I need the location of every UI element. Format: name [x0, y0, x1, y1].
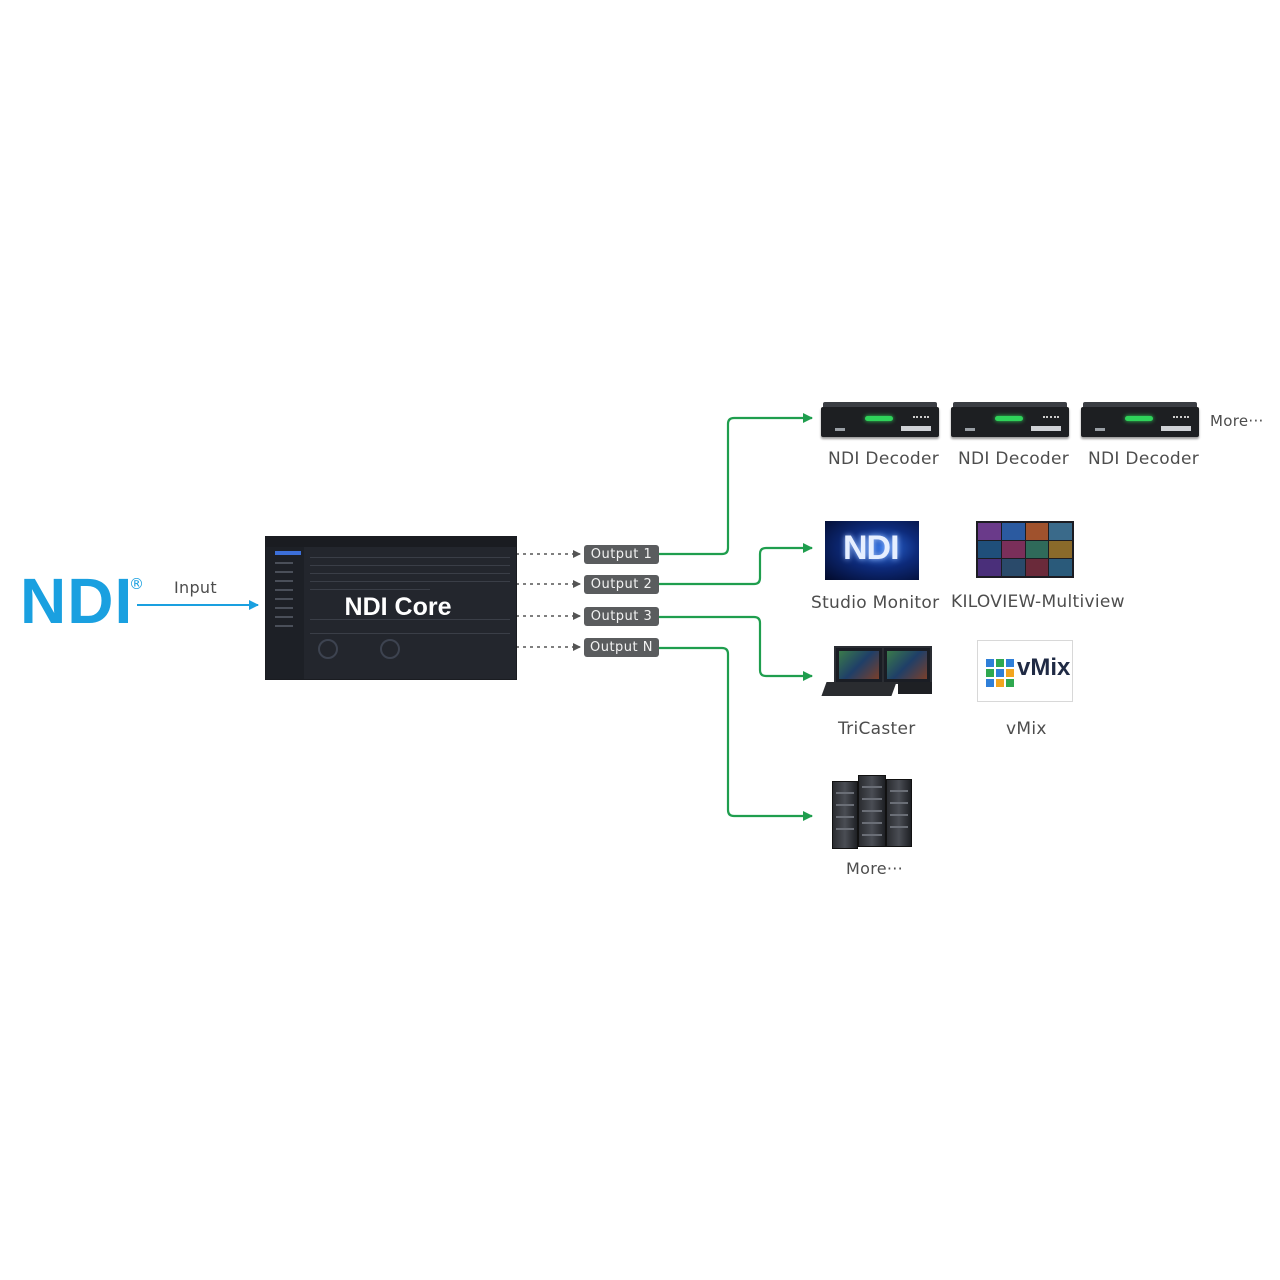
route-output-3-to-tricaster — [659, 615, 813, 681]
studio-monitor-screen: NDI — [825, 521, 919, 580]
registered-mark: ® — [129, 575, 144, 593]
ndi-decoder-device-2 — [951, 402, 1069, 440]
server-racks — [832, 775, 912, 849]
multiview-label: KILOVIEW-Multiview — [951, 592, 1125, 612]
vmix-label: vMix — [1006, 719, 1047, 739]
decoder-label-1: NDI Decoder — [828, 449, 940, 469]
studio-monitor-label: Studio Monitor — [811, 593, 940, 613]
decoder-label-2: NDI Decoder — [958, 449, 1070, 469]
vmix-grid-icon — [986, 659, 1014, 687]
ndi-decoder-device-1 — [821, 402, 939, 440]
input-label: Input — [174, 578, 217, 597]
tricaster-label: TriCaster — [838, 719, 916, 739]
vmix-logo-text: vMix — [1017, 654, 1071, 681]
output-3-label: Output 3 — [584, 607, 659, 626]
ndi-decoder-device-3 — [1081, 402, 1199, 440]
core-title: NDI Core — [344, 593, 452, 621]
multiview-screen — [976, 521, 1074, 578]
core-titlebar — [266, 537, 516, 547]
ndi-core-screenshot: NDI Core — [266, 537, 516, 679]
ndi-logo: NDI — [20, 565, 134, 637]
core-sidebar — [266, 547, 304, 679]
decoder-label-3: NDI Decoder — [1088, 449, 1200, 469]
more-label: More··· — [846, 859, 904, 878]
output-n-label: Output N — [584, 638, 659, 657]
route-output-n-to-more — [659, 646, 813, 821]
tricaster-device — [820, 646, 934, 706]
decoders-more-label: More··· — [1210, 412, 1264, 430]
core-to-output-connectors — [516, 550, 581, 651]
output-1-label: Output 1 — [584, 545, 659, 564]
route-output-1-to-decoders — [659, 413, 813, 556]
output-route-lines — [659, 413, 813, 821]
route-output-2-to-studio-monitor — [659, 543, 813, 586]
vmix-logo-box: vMix — [977, 640, 1073, 702]
output-2-label: Output 2 — [584, 575, 659, 594]
studio-monitor-screen-logo: NDI — [843, 529, 900, 567]
